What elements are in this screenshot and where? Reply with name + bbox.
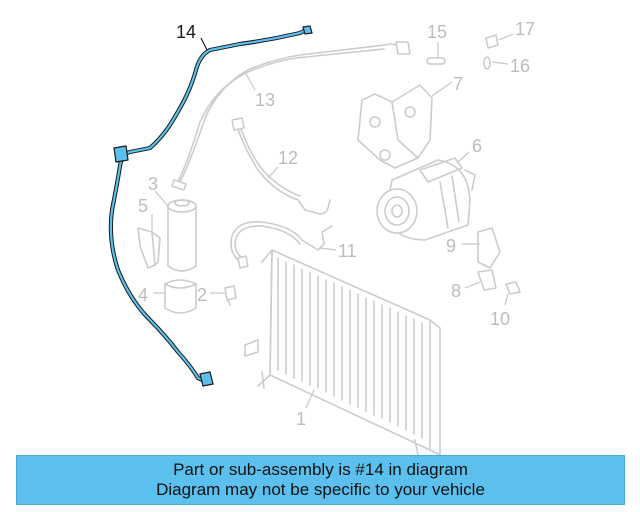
callout-6: 6 xyxy=(472,136,482,156)
callout-9: 9 xyxy=(446,236,456,256)
callout-17: 17 xyxy=(515,19,535,39)
callout-12: 12 xyxy=(278,148,298,168)
cap-part-17[interactable] xyxy=(485,34,499,49)
callout-10: 10 xyxy=(490,309,510,329)
callout-16: 16 xyxy=(510,56,530,76)
compressor-part-6[interactable] xyxy=(376,157,476,241)
oring-part-16[interactable] xyxy=(483,56,491,70)
callout-5: 5 xyxy=(138,196,148,216)
callout-8: 8 xyxy=(451,281,461,301)
mounting-bracket-part-7[interactable] xyxy=(357,84,433,169)
callout-15: 15 xyxy=(427,22,447,42)
condenser-part-1[interactable] xyxy=(244,249,441,456)
bracket-part-9[interactable] xyxy=(477,227,501,269)
hose-part-14-highlighted[interactable] xyxy=(108,25,313,387)
bolt-part-10[interactable] xyxy=(505,281,521,295)
callout-13: 13 xyxy=(255,90,275,110)
callout-1: 1 xyxy=(296,409,306,429)
info-banner: Part or sub-assembly is #14 in diagram D… xyxy=(16,455,625,505)
callout-3: 3 xyxy=(148,174,158,194)
callout-14: 14 xyxy=(176,22,196,42)
hose-part-13[interactable] xyxy=(171,41,411,191)
hose-part-12[interactable] xyxy=(231,117,331,215)
callout-4: 4 xyxy=(138,285,148,305)
bracket-part-5[interactable] xyxy=(137,227,161,269)
banner-line-disclaimer: Diagram may not be specific to your vehi… xyxy=(156,480,485,499)
bracket-part-4[interactable] xyxy=(164,279,197,314)
bracket-part-8[interactable] xyxy=(477,269,497,291)
callout-11: 11 xyxy=(338,241,357,261)
callout-2: 2 xyxy=(197,285,207,305)
receiver-drier-part-3[interactable] xyxy=(167,199,197,272)
callout-7: 7 xyxy=(453,74,463,94)
switch-part-2[interactable] xyxy=(224,285,237,306)
pipe-part-11[interactable] xyxy=(230,220,333,269)
banner-line-part: Part or sub-assembly is #14 in diagram xyxy=(173,460,468,479)
oring-part-15[interactable] xyxy=(426,57,446,65)
leader-lines xyxy=(151,33,514,409)
